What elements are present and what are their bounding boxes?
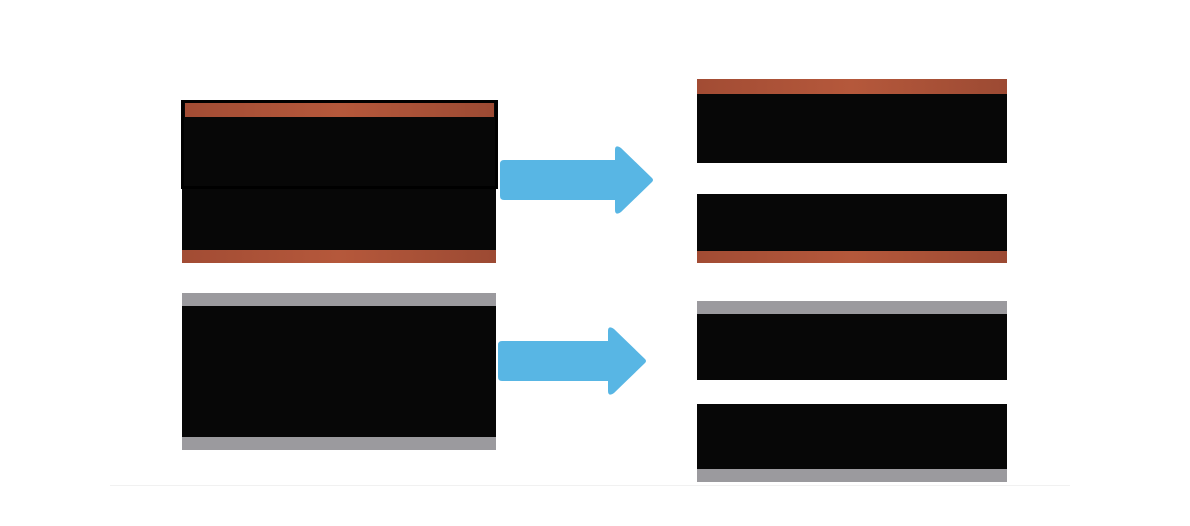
copper-top-layer <box>697 79 1007 94</box>
lower-core-piece <box>697 194 1007 251</box>
baseline-divider <box>110 485 1070 486</box>
lower-core-piece <box>697 404 1007 469</box>
upper-core-piece <box>697 314 1007 380</box>
gray-top-layer <box>697 301 1007 314</box>
arrow-right-icon <box>498 327 646 395</box>
arrow-right-icon <box>500 146 653 214</box>
copper-bottom-layer <box>182 250 496 263</box>
copper-top-layer <box>185 103 494 117</box>
upper-core-piece <box>697 94 1007 163</box>
gray-bottom-layer <box>697 469 1007 482</box>
gray-bottom-layer <box>182 437 496 450</box>
copper-bottom-layer <box>697 251 1007 263</box>
core-layer <box>182 306 496 437</box>
gray-top-layer <box>182 293 496 306</box>
core-lower-section <box>182 189 496 250</box>
